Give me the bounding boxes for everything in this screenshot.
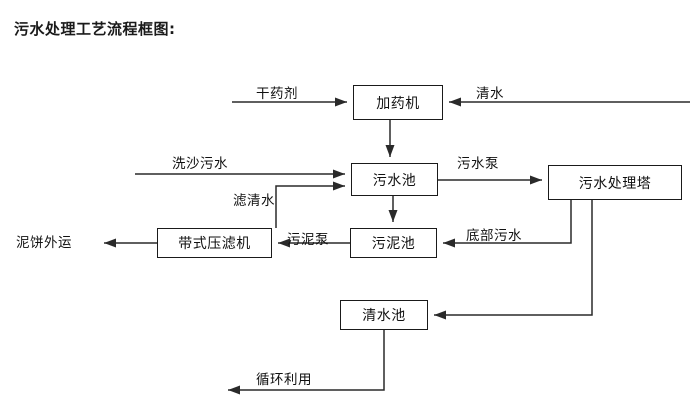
node-label: 污泥池 (371, 236, 416, 252)
node-wastewater-treatment-tower[interactable]: 污水处理塔 (548, 165, 682, 200)
label-wastewater-pump: 污水泵 (457, 156, 499, 172)
node-label: 加药机 (376, 95, 420, 112)
label-bottom-wastewater: 底部污水 (466, 228, 522, 244)
connector-belt-filter-press-to-wastewater-pool (275, 181, 345, 228)
node-wastewater-pool[interactable]: 污水池 (351, 163, 438, 196)
label-clean-water-input: 清水 (476, 86, 504, 102)
node-label: 污水处理塔 (578, 175, 652, 192)
label-recycle-reuse: 循环利用 (256, 372, 312, 388)
node-label: 带式压滤机 (178, 236, 251, 252)
label-sludge-pump: 污泥泵 (287, 232, 329, 248)
connector-tower-to-clean-water-pool (434, 200, 593, 320)
node-label: 污水池 (372, 172, 417, 189)
label-filtered-clean-water: 滤清水 (233, 193, 275, 209)
connector-clean-water-pool-to-recycle (228, 330, 385, 395)
label-mud-cake-transport-out: 泥饼外运 (16, 235, 72, 251)
node-belt-filter-press[interactable]: 带式压滤机 (157, 228, 272, 258)
node-clean-water-pool[interactable]: 清水池 (340, 300, 428, 330)
page-title: 污水处理工艺流程框图: (14, 20, 176, 38)
label-dry-chemical: 干药剂 (256, 86, 298, 102)
label-sand-wash-wastewater: 洗沙污水 (172, 156, 228, 172)
node-dosing-machine[interactable]: 加药机 (353, 85, 443, 120)
connector-tower-to-sludge-pool (443, 200, 572, 248)
node-sludge-pool[interactable]: 污泥池 (350, 228, 437, 258)
node-label: 清水池 (362, 308, 406, 324)
